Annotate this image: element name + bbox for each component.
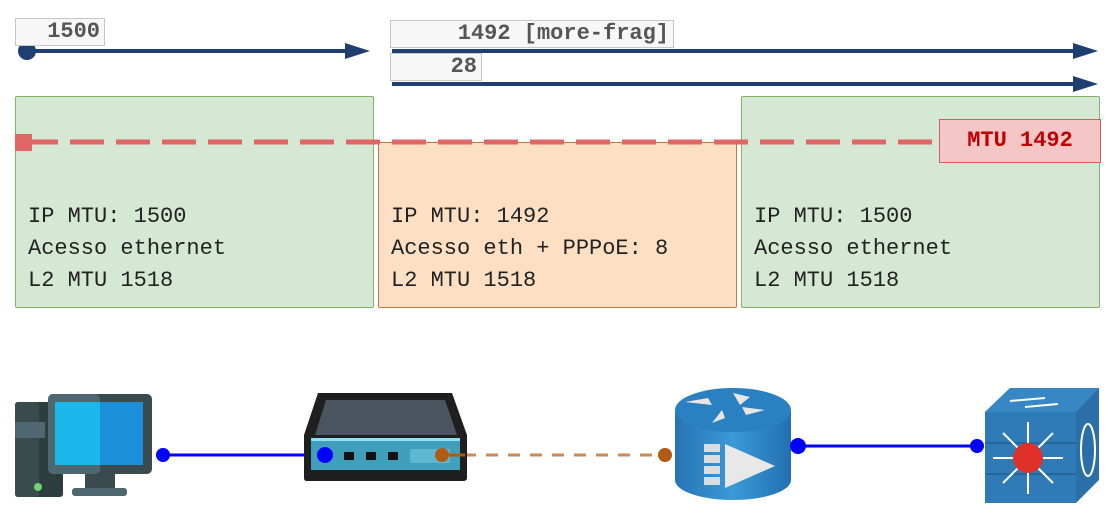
router-wan-port-dot	[658, 448, 672, 462]
path-mtu-start-marker	[15, 134, 32, 151]
fragment2-size-label: 28	[390, 53, 482, 81]
switch-port-dot	[970, 439, 984, 453]
zone-right-line-2: Acesso ethernet	[754, 236, 953, 261]
zone-right-line-3: L2 MTU 1518	[754, 268, 900, 293]
zone-middle-line-3: L2 MTU 1518	[391, 268, 537, 293]
zone-left-line-1: IP MTU: 1500	[28, 204, 187, 229]
modem-lan-port-dot	[317, 447, 333, 463]
zone-left-line-3: L2 MTU 1518	[28, 268, 174, 293]
zone-middle-line-1: IP MTU: 1492	[391, 204, 550, 229]
zone-middle-line-2: Acesso eth + PPPoE: 8	[391, 236, 669, 261]
modem-icon[interactable]	[304, 393, 467, 481]
mtu-badge: MTU 1492	[939, 119, 1101, 163]
packet-origin-dot	[18, 42, 36, 60]
original-packet-arrow	[18, 42, 370, 60]
modem-wan-port-dot	[435, 448, 449, 462]
pc-icon[interactable]	[15, 394, 152, 497]
router-icon[interactable]	[675, 388, 791, 500]
zone-right-line-1: IP MTU: 1500	[754, 204, 913, 229]
fragment1-size-label: 1492 [more-frag]	[390, 20, 674, 48]
zone-left-line-2: Acesso ethernet	[28, 236, 227, 261]
router-lan-port-dot	[790, 438, 806, 454]
fragment1-arrow	[392, 43, 1098, 59]
switch-icon[interactable]	[985, 388, 1099, 503]
pc-port-dot	[156, 448, 170, 462]
fragment2-arrow	[392, 76, 1098, 92]
packet-size-label: 1500	[15, 18, 105, 46]
